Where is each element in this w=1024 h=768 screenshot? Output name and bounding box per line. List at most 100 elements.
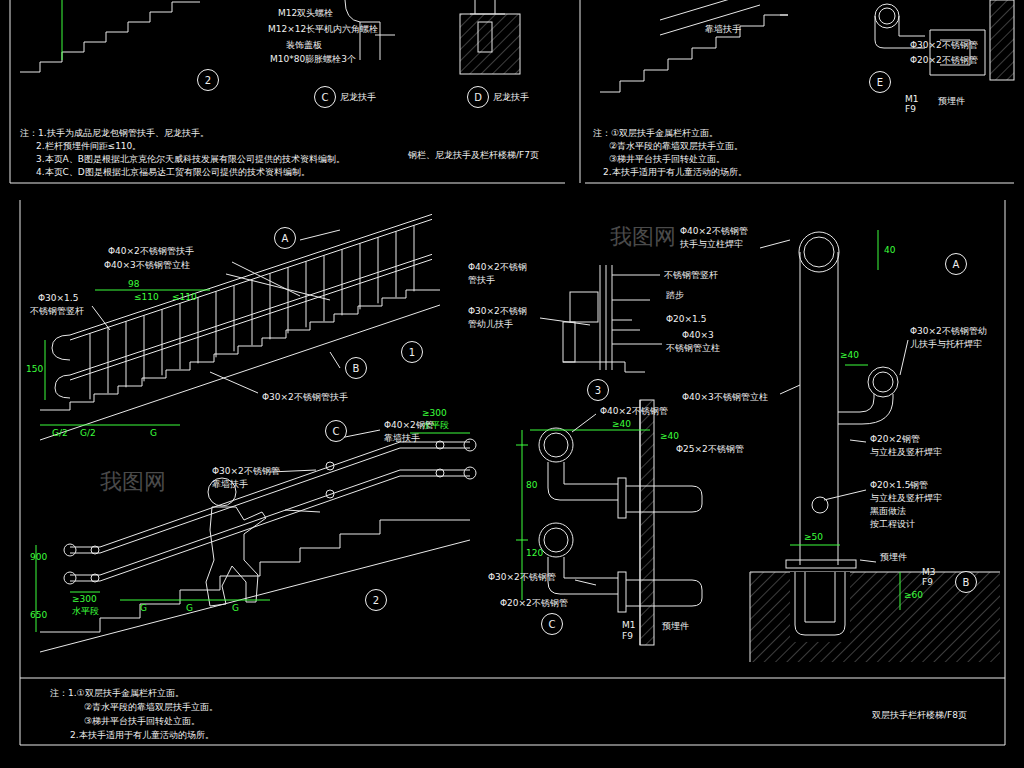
cad-line xyxy=(570,292,598,322)
callout-circle: C xyxy=(541,613,563,635)
cad-line xyxy=(91,546,99,554)
annotation-text: ③梯井平台扶手回转处立面。 xyxy=(609,154,725,165)
dimension-text: 900 xyxy=(30,552,47,563)
annotation-text: 不锈钢管竖杆 xyxy=(30,306,84,317)
cad-line xyxy=(600,265,612,370)
cad-line xyxy=(120,600,270,601)
dimension-text: ≥40 xyxy=(612,419,631,430)
annotation-text: Φ30×2不锈钢管 xyxy=(488,572,556,583)
annotation-text: 按工程设计 xyxy=(870,519,915,530)
cad-line xyxy=(64,544,76,556)
cad-line xyxy=(70,470,470,581)
dimension-text: ≥40 xyxy=(840,350,859,361)
cad-line xyxy=(539,523,573,557)
cad-line xyxy=(530,430,650,431)
dimension-text: ≥300 xyxy=(72,594,97,605)
annotation-text: 扶手与立柱焊牢 xyxy=(680,239,743,250)
cad-line xyxy=(62,0,63,60)
callout-circle: C xyxy=(314,86,336,108)
annotation-text: M3 xyxy=(922,567,936,578)
dimension-text: 水平段 xyxy=(72,606,99,617)
callout-circle: 3 xyxy=(587,379,609,401)
cad-line xyxy=(750,572,1000,662)
cad-line xyxy=(875,4,899,28)
annotation-text: M10*80膨胀螺栓3个 xyxy=(270,54,356,65)
annotation-text: 黑面做法 xyxy=(870,506,906,517)
cad-line xyxy=(10,183,565,184)
annotation-text: F9 xyxy=(922,577,933,588)
callout-number: C xyxy=(322,92,329,103)
dimension-text: ≤110 xyxy=(134,292,159,303)
cad-line xyxy=(540,275,662,344)
cad-line xyxy=(436,441,444,449)
annotation-text: 注：①双层扶手金属栏杆立面。 xyxy=(593,128,718,139)
annotation-text: Φ30×2不锈钢管幼 xyxy=(910,326,987,337)
dimension-text: 150 xyxy=(26,364,43,375)
cad-line xyxy=(70,592,100,593)
callout-circle: 2 xyxy=(197,69,219,91)
callout-number: C xyxy=(549,619,556,630)
annotation-text: Φ30×2不锈钢 xyxy=(468,306,527,317)
annotation-text: 踏步 xyxy=(666,290,684,301)
annotation-text: 尼龙扶手 xyxy=(493,92,529,103)
annotation-text: F9 xyxy=(905,104,916,115)
annotation-text: Φ20×2不锈钢管 xyxy=(910,55,978,66)
callout-circle: D xyxy=(467,86,489,108)
cad-line xyxy=(1005,200,1006,745)
cad-line xyxy=(790,545,840,546)
annotation-text: Φ40×2钢管 xyxy=(384,420,434,431)
annotation-text: 2.本扶手适用于有儿童活动的场所。 xyxy=(70,730,214,741)
cad-line xyxy=(585,183,1014,184)
callout-circle: 2 xyxy=(365,589,387,611)
cad-line xyxy=(660,0,760,35)
cad-line xyxy=(572,414,596,585)
callout-circle: A xyxy=(274,227,296,249)
cad-line xyxy=(548,557,618,594)
cad-line xyxy=(478,22,492,52)
cad-line xyxy=(10,0,11,183)
callout-number: E xyxy=(877,77,883,88)
annotation-text: Φ25×2不锈钢管 xyxy=(676,444,744,455)
annotation-text: 与立柱及竖杆焊牢 xyxy=(870,447,942,458)
bracket-detail-c xyxy=(516,400,702,645)
annotation-text: 不锈钢管立柱 xyxy=(666,343,720,354)
stair-elevation-1 xyxy=(40,214,440,440)
annotation-text: 与立柱及竖杆焊牢 xyxy=(870,493,942,504)
callout-number: 2 xyxy=(205,75,211,86)
annotation-text: Φ40×3不锈钢管立柱 xyxy=(104,260,190,271)
annotation-text: 注：1.①双层扶手金属栏杆立面。 xyxy=(50,688,184,699)
cad-line xyxy=(270,430,380,512)
cad-line xyxy=(563,300,650,372)
cad-line xyxy=(95,290,210,291)
annotation-text: Φ30×1.5 xyxy=(38,293,78,304)
annotation-text: 尼龙扶手 xyxy=(340,92,376,103)
cad-line xyxy=(618,478,626,518)
cad-line xyxy=(900,572,901,610)
cad-line xyxy=(45,340,46,400)
annotation-text: Φ20×1.5 xyxy=(666,314,706,325)
annotation-text: 不锈钢管竖杆 xyxy=(664,270,718,281)
annotation-text: 双层扶手栏杆楼梯/F8页 xyxy=(872,710,967,721)
cad-line xyxy=(795,572,845,635)
cad-line xyxy=(930,30,985,75)
cad-line xyxy=(436,469,444,477)
callout-number: B xyxy=(963,577,970,588)
cad-line xyxy=(326,462,334,470)
dimension-text: ≤110 xyxy=(172,292,197,303)
cad-line xyxy=(544,528,568,552)
cad-line xyxy=(879,8,895,24)
annotation-text: M12×12长平机内六角螺栓 xyxy=(268,24,378,35)
annotation-text: 2.本扶手适用于有儿童活动的场所。 xyxy=(603,167,747,178)
cad-line xyxy=(790,572,850,642)
dimension-text: 650 xyxy=(30,610,47,621)
cad-line xyxy=(990,0,1014,80)
cad-line xyxy=(40,425,180,426)
dimension-text: ≥40 xyxy=(660,431,679,442)
callout-number: C xyxy=(333,426,340,437)
annotation-text: Φ40×2不锈钢管扶手 xyxy=(108,246,194,257)
cad-line xyxy=(544,433,568,457)
cad-line xyxy=(92,230,340,393)
cad-line xyxy=(64,572,76,584)
annotation-text: 靠墙扶手 xyxy=(384,433,420,444)
cad-line xyxy=(548,462,618,500)
